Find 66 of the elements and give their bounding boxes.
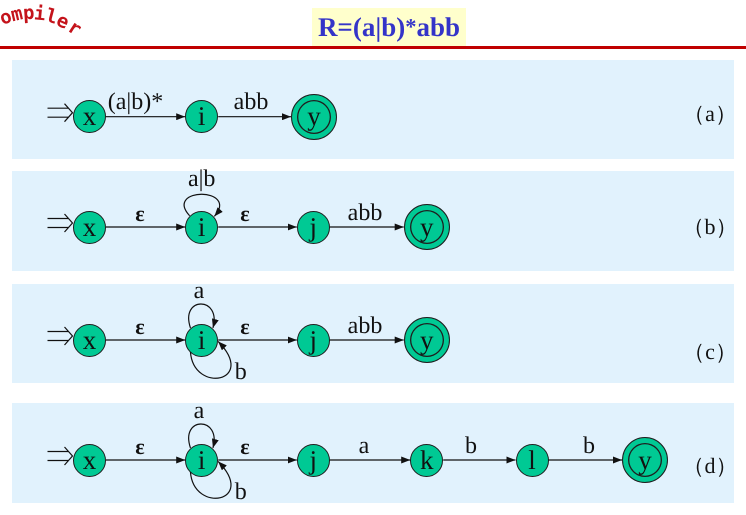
state-circle: k [410,444,444,476]
edge-label: ε [240,202,250,224]
self-loop-arrow [190,461,232,499]
state-circle: j [296,210,330,244]
edge-label: ε [135,436,145,458]
edge-label: a [194,278,204,302]
accepting-state-circle: y [291,94,337,140]
state-circle: i [185,100,218,134]
edge-label: b [583,434,595,458]
arrow [218,224,297,230]
arrow [218,113,291,120]
edge-label: b [234,480,247,504]
header-text: ompiler [0,0,82,39]
state-circle: l [516,444,548,476]
edge-label: abb [348,314,382,338]
edge-label: ε [240,316,250,338]
panel-label: （a） [683,103,737,125]
panel [12,284,734,383]
arrow [218,456,297,464]
state-circle: j [296,324,330,356]
arrow [330,336,404,344]
state-circle: x [73,324,106,356]
panel-label: （c） [683,341,737,363]
start-arrow [46,103,74,122]
arrow [443,456,516,464]
panel [12,60,734,159]
edge-label: a [358,434,370,458]
start-arrow [46,446,74,466]
edge-label: a [194,398,204,422]
edge-label: abb [234,90,268,114]
self-loop-arrow [190,341,232,379]
edge-label: abb [348,200,382,224]
arrow [106,113,186,120]
edge-label: ε [135,202,145,224]
start-arrow [46,213,74,233]
panel [12,403,734,503]
edge-label: ε [135,316,145,338]
state-circle: i [185,444,218,476]
self-loop-arrow [188,423,218,448]
arrow [106,224,186,230]
accepting-state-circle: y [404,317,450,363]
edge-label: a|b [188,166,216,190]
self-loop-arrow [188,303,218,328]
edge-label: ε [240,436,250,458]
edge-label: b [465,434,477,458]
arrow [330,224,404,230]
state-circle: i [185,324,218,356]
state-circle: x [73,100,106,134]
panel-label: （d） [682,455,738,477]
panel-label: （b） [682,216,738,238]
state-circle: x [73,444,106,476]
edge-label: (a|b)* [108,90,164,114]
state-circle: i [185,210,218,244]
accepting-state-circle: y [622,437,668,483]
state-circle: j [296,444,330,476]
state-circle: x [73,210,106,244]
start-arrow [46,326,74,346]
self-loop-arrow [184,194,222,217]
arrow [106,456,186,464]
edge-label: b [234,360,247,384]
arrow [548,456,622,464]
accepting-state-circle: y [404,204,450,250]
arrow [218,336,297,344]
arrow [106,336,186,344]
arrow [330,456,410,464]
panel [12,171,734,271]
